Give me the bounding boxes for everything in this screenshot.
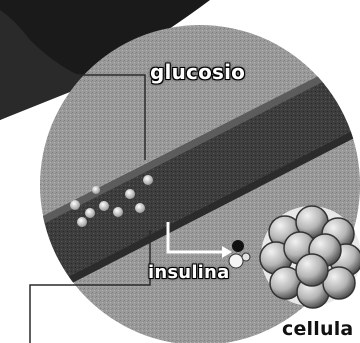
cell-label: cellula <box>282 318 353 340</box>
glucose-particle-icon <box>70 200 80 210</box>
insulin-label: insulina <box>148 262 229 283</box>
glucose-particle-icon <box>113 207 123 217</box>
cell-cluster-icon <box>260 206 360 308</box>
glucose-particle-icon <box>125 189 135 199</box>
glucose-particle-icon <box>85 208 95 218</box>
glucose-particle-icon <box>99 201 109 211</box>
glucose-particle-icon <box>92 186 100 194</box>
glucose-label: glucosio <box>150 60 245 84</box>
glucose-particle-icon <box>135 203 145 213</box>
glucose-particle-icon <box>77 217 87 227</box>
glucose-particle-icon <box>143 175 153 185</box>
